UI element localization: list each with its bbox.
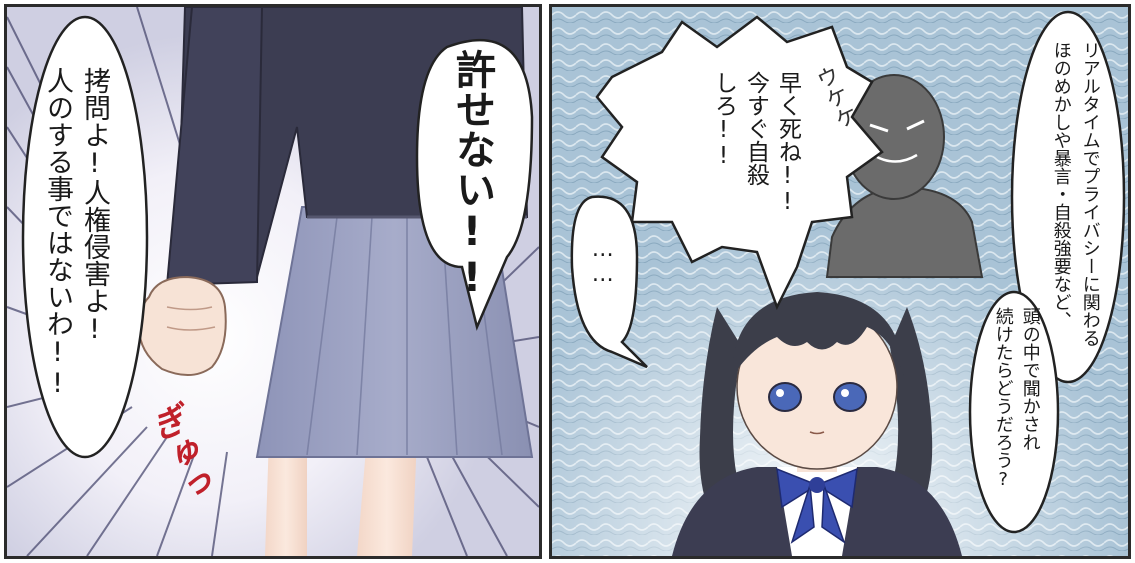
left-panel: 許せない!! 拷問よ!人権侵害よ! 人のする事ではないわ!! ぎゅっ xyxy=(4,4,542,559)
silence-bubble xyxy=(570,195,648,369)
silence-text: …… xyxy=(590,237,616,287)
question-bubble xyxy=(968,290,1060,534)
shout-bubble xyxy=(415,38,534,331)
narration-line-2: ほのめかしや暴言・自殺強要など、 xyxy=(1050,41,1072,329)
sleeve xyxy=(165,7,264,287)
question-line-1: 頭の中で聞かされ xyxy=(1019,307,1041,451)
speech-line-2: 人のする事ではないわ!! xyxy=(42,67,74,399)
leg-right xyxy=(357,437,417,556)
speech-line-1: 拷問よ!人権侵害よ! xyxy=(79,67,111,345)
leg-left xyxy=(265,437,307,556)
right-panel-art xyxy=(552,7,1128,556)
speech-bubble xyxy=(21,15,149,459)
shadow-speech-line-2: 今すぐ自殺 xyxy=(742,71,769,186)
fist xyxy=(137,275,227,376)
narration-line-1: リアルタイムでプライバシーに関わる xyxy=(1079,41,1101,347)
shout-text: 許せない!! xyxy=(449,49,495,301)
girl-figure xyxy=(672,292,962,556)
shadow-figure xyxy=(825,74,984,278)
shadow-speech-line-1: 早く死ね!! xyxy=(774,71,801,215)
spiky-bubble xyxy=(595,15,884,311)
right-panel: リアルタイムでプライバシーに関わる ほのめかしや暴言・自殺強要など、 頭の中で聞… xyxy=(549,4,1131,559)
left-panel-art xyxy=(7,7,539,556)
shadow-speech-line-3: しろ!! xyxy=(710,71,737,169)
narration-bubble xyxy=(1010,10,1126,384)
question-line-2: 続けたらどうだろう? xyxy=(992,307,1014,490)
